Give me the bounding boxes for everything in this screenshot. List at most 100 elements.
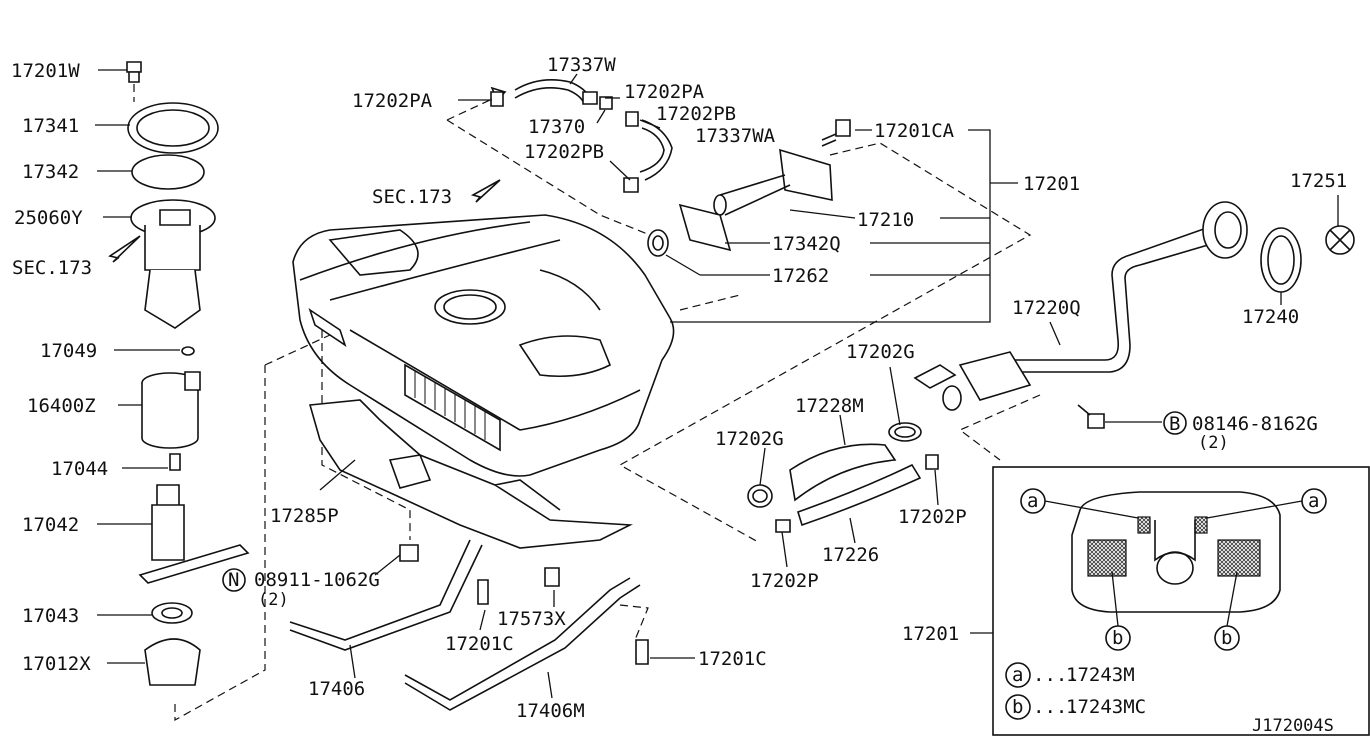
marker-B xyxy=(1163,411,1187,435)
marker-N-letter: N xyxy=(228,569,239,591)
hose-17228M-icon xyxy=(789,443,897,502)
inset-pad-a-right xyxy=(1194,516,1208,534)
label-17262: 17262 xyxy=(772,265,829,287)
inset-pad-b-right xyxy=(1217,539,1261,577)
fuel-filter-16400Z-icon xyxy=(141,371,201,449)
label-08146-qty: (2) xyxy=(1198,433,1229,453)
label-17370: 17370 xyxy=(528,116,585,138)
legend-b-prefix: .... xyxy=(1033,696,1079,718)
label-17201W: 17201W xyxy=(11,60,80,82)
clamp-17202PA-icon xyxy=(490,91,504,107)
gasket-17342-icon xyxy=(131,154,205,190)
retainer-ring-17341-icon xyxy=(127,102,219,154)
legend-b-letter: b xyxy=(1012,696,1023,718)
fuel-pump-17042-icon xyxy=(138,484,250,584)
label-17202G-top: 17202G xyxy=(846,341,915,363)
cap-17251-icon xyxy=(1325,225,1355,255)
label-17044: 17044 xyxy=(51,458,108,480)
label-17251: 17251 xyxy=(1290,170,1347,192)
bracket-17043-icon xyxy=(151,602,193,624)
valve-17370-icon xyxy=(599,96,613,110)
label-17012X: 17012X xyxy=(22,653,91,675)
label-17337WA: 17337WA xyxy=(695,125,776,147)
inset-pad-b-left xyxy=(1087,539,1127,577)
label-17049: 17049 xyxy=(40,340,97,362)
label-17573X: 17573X xyxy=(497,608,566,630)
bolt-08146-icon xyxy=(1087,413,1105,429)
clip-17044-icon xyxy=(169,453,181,471)
label-17201CA: 17201CA xyxy=(874,120,955,142)
clamp-17202PA-b-icon xyxy=(582,91,598,105)
label-17043: 17043 xyxy=(22,605,79,627)
label-16400Z: 16400Z xyxy=(27,395,96,417)
label-17201: 17201 xyxy=(1023,173,1080,195)
legend-b-part: 17243MC xyxy=(1066,696,1146,718)
label-08146-8162G: 08146-8162G xyxy=(1192,413,1318,435)
sec173-arrow-icon xyxy=(108,235,141,263)
label-17202P-bottom: 17202P xyxy=(750,570,819,592)
marker-a-left-letter: a xyxy=(1027,490,1038,512)
cover-17012X-icon xyxy=(144,638,201,686)
label-08911-1062G: 08911-1062G xyxy=(254,569,380,591)
label-17042: 17042 xyxy=(22,514,79,536)
diagram-code: J172004S xyxy=(1252,716,1334,736)
label-17341: 17341 xyxy=(22,115,79,137)
label-sec173-left: SEC.173 xyxy=(12,257,92,279)
label-sec173-center: SEC.173 xyxy=(372,186,452,208)
label-17220Q: 17220Q xyxy=(1012,297,1081,319)
filler-tube-17220Q-icon xyxy=(975,224,1226,373)
hose-17337W-icon xyxy=(514,79,591,104)
label-17226: 17226 xyxy=(822,544,879,566)
legend-a-prefix: .... xyxy=(1033,664,1079,686)
label-17406M: 17406M xyxy=(516,700,585,722)
marker-b-right-letter: b xyxy=(1221,627,1232,649)
label-25060Y: 25060Y xyxy=(14,207,83,229)
label-17285P: 17285P xyxy=(270,505,339,527)
marker-N xyxy=(222,568,246,592)
label-17201-inset: 17201 xyxy=(902,623,959,645)
clamp-17202PB-icon xyxy=(625,111,639,127)
label-17337W: 17337W xyxy=(547,54,616,76)
label-17228M: 17228M xyxy=(795,395,864,417)
label-17202G-left: 17202G xyxy=(715,428,784,450)
tank-side-parts xyxy=(618,119,1032,544)
filler-hose-parts xyxy=(747,366,939,568)
strap-parts xyxy=(174,330,695,722)
o-ring-17049-icon xyxy=(181,346,195,356)
legend-a-part: 17243M xyxy=(1066,664,1135,686)
seal-17262-icon xyxy=(647,229,669,257)
filler-pipe-17210-icon xyxy=(779,148,833,202)
sec173-arrow-b-icon xyxy=(470,179,501,203)
bolt-17201W-icon xyxy=(126,61,142,102)
bolt-17201C-icon xyxy=(477,579,489,605)
legend-a-letter: a xyxy=(1012,664,1023,686)
label-17201C-center: 17201C xyxy=(445,633,514,655)
label-17201C-right: 17201C xyxy=(698,648,767,670)
strap-17406-icon xyxy=(289,539,483,651)
label-17202PB-top: 17202PB xyxy=(656,103,736,125)
bolt-17201CA-icon xyxy=(835,119,851,137)
filler-tube-parts xyxy=(913,195,1355,461)
clamp-17202G-icon xyxy=(888,422,922,442)
clamp-17202P-b-icon xyxy=(775,519,791,533)
label-17210: 17210 xyxy=(857,209,914,231)
gasket-17342Q-icon xyxy=(678,203,732,252)
nut-08911-icon xyxy=(399,544,419,562)
fuel-tank-17201-icon xyxy=(292,214,675,477)
label-17202PA-right: 17202PA xyxy=(624,81,705,103)
strap-17406M-icon xyxy=(404,577,641,711)
label-17240: 17240 xyxy=(1242,306,1299,328)
clamp-17202P-icon xyxy=(925,454,939,470)
clamp-17202G-b-icon xyxy=(747,484,773,508)
sender-unit-25060Y-icon xyxy=(130,199,216,329)
bolt-17573X-icon xyxy=(544,567,560,587)
legend-marker-a xyxy=(1005,662,1031,688)
ring-17240-icon xyxy=(1260,227,1302,293)
label-17202PB-mid: 17202PB xyxy=(524,141,604,163)
marker-a-right-letter: a xyxy=(1308,490,1319,512)
label-17342: 17342 xyxy=(22,161,79,183)
protector-17285P-icon xyxy=(308,399,634,549)
marker-B-letter: B xyxy=(1169,413,1180,435)
vent-hose-parts xyxy=(446,73,673,236)
